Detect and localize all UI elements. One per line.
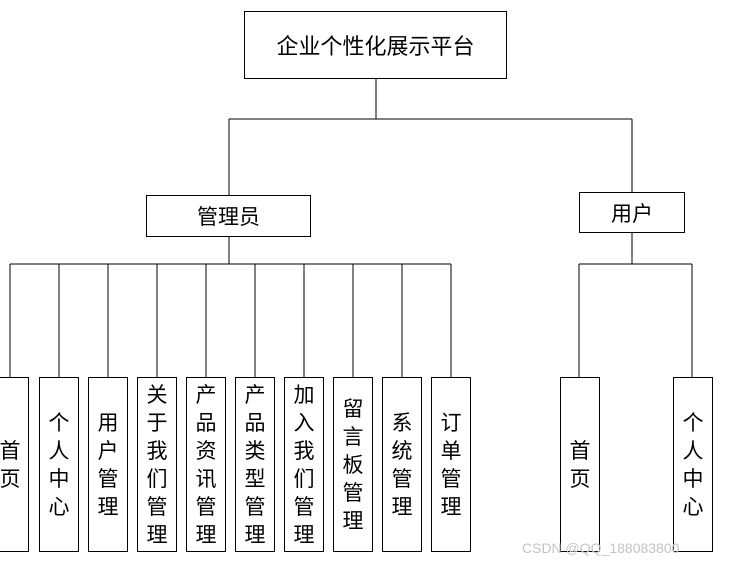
user-module-2-char: 中 xyxy=(682,466,704,491)
admin-module-6-char: 品 xyxy=(244,410,266,435)
user-module-2-char: 人 xyxy=(682,438,704,463)
admin-module-1-char: 首 xyxy=(0,438,21,463)
user-node-label: 用户 xyxy=(611,201,653,226)
admin-module-8-char: 管 xyxy=(342,480,364,505)
admin-module-3: 用户管理 xyxy=(88,377,128,552)
admin-module-10-char: 理 xyxy=(440,494,462,519)
admin-module-5-char: 资 xyxy=(195,438,217,463)
admin-module-7: 加入我们管理 xyxy=(284,377,324,552)
admin-module-3-char: 管 xyxy=(97,466,119,491)
admin-module-7-char: 们 xyxy=(293,466,315,491)
admin-module-5-char: 管 xyxy=(195,494,217,519)
admin-module-9-char: 统 xyxy=(391,438,413,463)
admin-module-8-char: 言 xyxy=(342,424,364,449)
admin-module-9-char: 系 xyxy=(391,410,413,435)
admin-module-2: 个人中心 xyxy=(39,377,79,552)
admin-module-7-char: 加 xyxy=(293,382,315,407)
admin-node-label: 管理员 xyxy=(197,205,260,229)
admin-module-5-char: 理 xyxy=(195,522,217,547)
admin-module-2-char: 中 xyxy=(48,466,70,491)
admin-module-6-char: 类 xyxy=(244,438,266,463)
admin-module-6-char: 理 xyxy=(244,522,266,547)
admin-module-6-char: 产 xyxy=(244,382,266,407)
user-module-2-char: 心 xyxy=(682,494,704,519)
admin-module-7-char: 管 xyxy=(293,494,315,519)
admin-module-3-char: 户 xyxy=(97,438,119,463)
admin-module-4-char: 我 xyxy=(146,438,168,463)
admin-module-5-char: 产 xyxy=(195,382,217,407)
user-module-1-char: 首 xyxy=(569,438,591,463)
user-module-1: 首页 xyxy=(560,377,600,552)
admin-module-2-char: 个 xyxy=(48,410,70,435)
admin-module-4-char: 们 xyxy=(146,466,168,491)
admin-module-4-char: 关 xyxy=(146,382,168,407)
admin-module-10-char: 单 xyxy=(440,438,462,463)
admin-module-7-char: 理 xyxy=(293,522,315,547)
admin-module-8: 留言板管理 xyxy=(333,377,373,552)
admin-module-1-char: 页 xyxy=(0,466,21,491)
admin-module-9: 系统管理 xyxy=(382,377,422,552)
admin-module-3-char: 用 xyxy=(97,410,119,435)
admin-module-10-char: 管 xyxy=(440,466,462,491)
user-module-2: 个人中心 xyxy=(673,377,713,552)
admin-module-10-char: 订 xyxy=(440,410,462,435)
admin-module-2-char: 人 xyxy=(48,438,70,463)
admin-module-3-char: 理 xyxy=(97,494,119,519)
admin-module-7-char: 我 xyxy=(293,438,315,463)
admin-module-4-char: 于 xyxy=(146,410,168,435)
admin-node: 管理员 xyxy=(146,195,311,237)
admin-module-5-char: 品 xyxy=(195,410,217,435)
admin-module-4-char: 理 xyxy=(146,522,168,547)
admin-module-4-char: 管 xyxy=(146,494,168,519)
admin-module-10: 订单管理 xyxy=(431,377,471,552)
admin-module-6-char: 型 xyxy=(244,466,266,491)
admin-module-8-char: 留 xyxy=(342,396,364,421)
user-module-1-char: 页 xyxy=(569,466,591,491)
admin-module-9-char: 管 xyxy=(391,466,413,491)
admin-module-4: 关于我们管理 xyxy=(137,377,177,552)
admin-module-6-char: 管 xyxy=(244,494,266,519)
admin-module-7-char: 入 xyxy=(293,410,315,435)
admin-module-2-char: 心 xyxy=(48,494,70,519)
admin-module-8-char: 理 xyxy=(342,508,364,533)
admin-module-8-char: 板 xyxy=(342,452,364,477)
admin-module-5-char: 讯 xyxy=(195,466,217,491)
user-node: 用户 xyxy=(579,192,685,233)
admin-module-1: 首页 xyxy=(0,377,29,552)
watermark: CSDN @QQ_188083800 xyxy=(522,540,680,556)
admin-module-9-char: 理 xyxy=(391,494,413,519)
root-node-label: 企业个性化展示平台 xyxy=(276,35,475,60)
root-node: 企业个性化展示平台 xyxy=(244,11,507,79)
user-module-2-char: 个 xyxy=(682,410,704,435)
admin-module-5: 产品资讯管理 xyxy=(186,377,226,552)
admin-module-6: 产品类型管理 xyxy=(235,377,275,552)
